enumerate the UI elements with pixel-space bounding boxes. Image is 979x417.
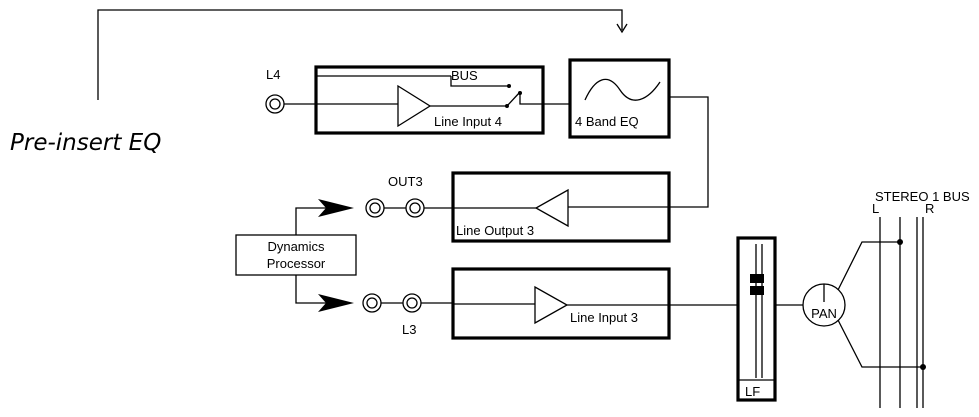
dynamics-label-2: Processor xyxy=(267,256,326,271)
caption-pre-insert-eq: Pre-insert EQ xyxy=(10,130,161,156)
l4-label: L4 xyxy=(266,67,280,82)
line-input-4-label: Line Input 4 xyxy=(434,114,502,129)
dynamics-return-wire xyxy=(295,275,332,304)
l3-jack-left-icon xyxy=(362,293,382,313)
down-arrow-icon xyxy=(616,23,628,34)
out3-jack-right-icon xyxy=(405,198,425,218)
stereo-bus-l-label: L xyxy=(872,201,879,216)
out3-jack-left-icon xyxy=(365,198,385,218)
eq-curve-icon xyxy=(584,78,661,101)
to-eq-wire xyxy=(519,93,570,105)
line-input-4-amp-icon xyxy=(397,84,432,128)
pan-label: PAN xyxy=(811,306,837,321)
line-input-4-block xyxy=(314,65,545,135)
fader-cap-top xyxy=(750,274,764,283)
dynamics-send-wire xyxy=(295,207,332,235)
pan-left-wire xyxy=(837,241,900,291)
stereo-bus-label: STEREO 1 BUS xyxy=(875,189,970,204)
eq-return-wire xyxy=(669,96,709,208)
fader-cap-bottom xyxy=(750,286,764,295)
eq-label: 4 Band EQ xyxy=(575,114,639,129)
line-output-3-amp-icon xyxy=(534,188,569,228)
stereo-bus-r-label: R xyxy=(925,201,934,216)
line-output-3-label: Line Output 3 xyxy=(456,223,534,238)
return-arrow-icon xyxy=(318,294,354,312)
l3-label: L3 xyxy=(402,322,416,337)
line-input-3-label: Line Input 3 xyxy=(570,310,638,325)
switch-lever xyxy=(506,91,521,107)
l4-jack-icon xyxy=(265,94,285,114)
lf-label: LF xyxy=(745,384,760,399)
l3-jack-right-icon xyxy=(402,293,422,313)
bus-switch-node xyxy=(507,84,511,88)
dynamics-processor-block xyxy=(235,234,357,276)
eq-block xyxy=(568,58,671,139)
bus-label: BUS xyxy=(451,68,478,83)
out3-label: OUT3 xyxy=(388,174,423,189)
top-routing-line xyxy=(97,9,623,100)
send-arrow-icon xyxy=(318,199,354,217)
pan-right-wire xyxy=(837,319,923,368)
line-input-3-amp-icon xyxy=(534,285,569,325)
dynamics-label-1: Dynamics xyxy=(267,239,325,254)
bus-wire-step xyxy=(450,76,509,87)
